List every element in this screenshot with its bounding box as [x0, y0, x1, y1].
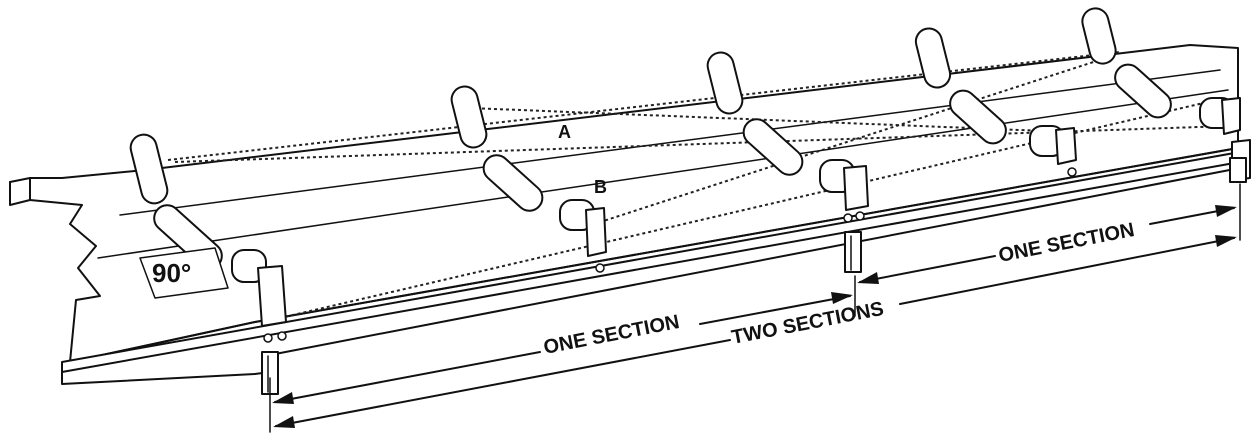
- idler-set-2: [450, 85, 607, 273]
- one-section-left-label: ONE SECTION: [542, 311, 681, 359]
- angle-callout: 90°: [139, 247, 229, 299]
- two-sections-label: TWO SECTIONS: [730, 298, 886, 349]
- idler-set-4: [914, 27, 1077, 177]
- one-section-right-label: ONE SECTION: [997, 219, 1136, 267]
- support-leg-right: [1229, 157, 1247, 183]
- angle-label: 90°: [152, 258, 191, 288]
- string-a-label: A: [558, 122, 571, 142]
- support-leg-middle: [844, 231, 862, 273]
- idler-set-3: [706, 51, 869, 223]
- idler-set-5: [1081, 7, 1241, 135]
- dimension-lines: [269, 183, 1241, 433]
- string-b-label: B: [594, 177, 607, 197]
